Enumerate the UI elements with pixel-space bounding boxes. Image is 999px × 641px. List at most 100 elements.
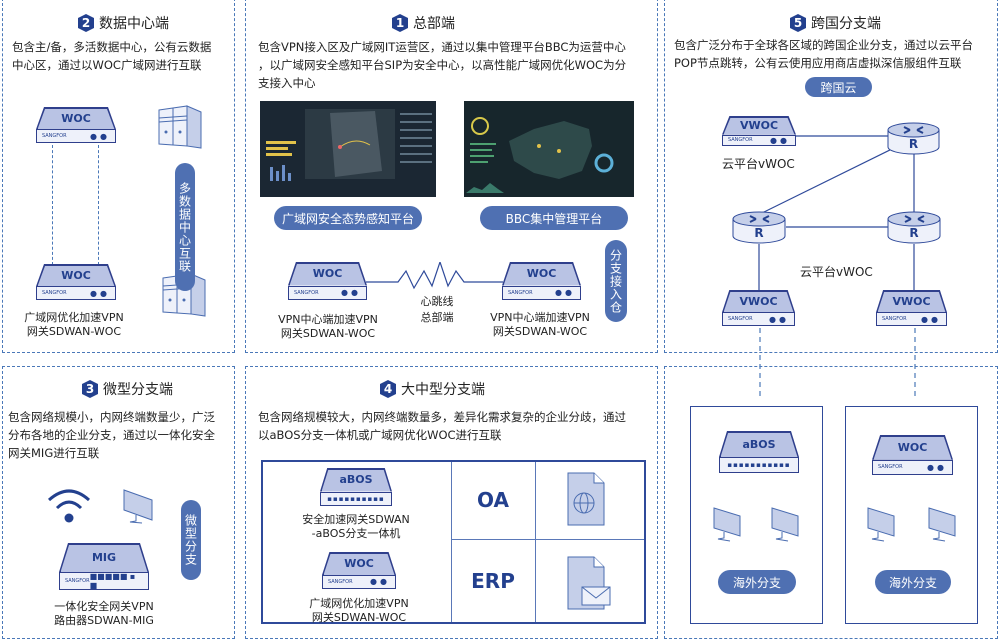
desc-line: 包含网络规模较大，内网终端数量多，差异化需求复杂的企业分歧，通过 — [258, 410, 626, 424]
mig-device: MIG SANGFOR■■■■■ ▪ ■ — [59, 543, 149, 590]
cloud-vwoc-caption: 云平台vWOC — [800, 265, 873, 279]
erp-label: ERP — [471, 569, 515, 593]
datacenter-caption: 广域网优化加速VPN 网关SDWAN-WOC — [16, 311, 132, 339]
monitor-icon — [123, 489, 153, 524]
caption-line: VPN中心端加速VPN — [278, 313, 378, 326]
micro-branch-label: 微型分支 — [181, 500, 201, 580]
heartbeat-label: 心跳线 总部端 — [407, 294, 467, 326]
hq-caption-right: VPN中心端加速VPN 网关SDWAN-WOC — [482, 311, 598, 339]
branch-access-label: 分支接入仓 — [605, 240, 627, 322]
caption-line: 路由器SDWAN-MIG — [54, 614, 154, 627]
desc-line: ，以广域网安全感知平台SIP为安全中心，以高性能广域网优化WOC为分 — [258, 58, 627, 72]
wifi-icon — [47, 489, 91, 523]
crossborder-desc: 包含广泛分布于全球各区域的跨国企业分支，通过以云平台 POP节点跳转，公有云使用… — [674, 36, 973, 72]
number-badge: 5 — [790, 14, 806, 32]
hq-title: 1 总部端 — [392, 13, 455, 33]
router-label: R — [909, 226, 919, 240]
link-line — [52, 145, 53, 265]
panel-hq — [245, 0, 658, 353]
heartbeat-line — [366, 262, 503, 290]
server-icon — [158, 105, 202, 149]
caption-line: 网关SDWAN-WOC — [311, 611, 407, 624]
desc-line: 包含网络规模小，内网终端数量少，广泛 — [8, 410, 215, 424]
brand-logo: SANGFOR — [42, 290, 67, 297]
brand-logo: SANGFOR — [878, 464, 903, 471]
device-label: WOC — [344, 556, 374, 570]
oa-label: OA — [477, 488, 509, 512]
monitor-icon — [867, 507, 895, 542]
cloud-vwoc-caption: 云平台vWOC — [722, 157, 795, 171]
router: R — [887, 121, 940, 155]
link-line — [98, 145, 99, 265]
caption-line: 广域网优化加速VPN — [309, 597, 409, 610]
device-label: aBOS — [742, 437, 776, 451]
caption-line: 网关SDWAN-WOC — [26, 325, 122, 338]
caption-line: 心跳线 — [420, 295, 454, 308]
router-label: R — [908, 137, 919, 151]
desc-line: POP节点跳转，公有云使用应用商店虚拟深信服组件互联 — [674, 56, 962, 70]
sip-dashboard-screenshot — [260, 101, 436, 197]
woc-device: WOC SANGFOR●● — [288, 262, 367, 300]
desc-line: 包含广泛分布于全球各区域的跨国企业分支，通过以云平台 — [674, 38, 973, 52]
panel-micro — [2, 366, 235, 639]
woc-device: WOC SANGFOR●● — [502, 262, 581, 300]
cross-border-cloud-label: 跨国云 — [805, 77, 872, 97]
hq-desc: 包含VPN接入区及广域网IT运营区，通过以集中管理平台BBC为运营中心 ，以广域… — [258, 38, 626, 92]
abos-device: aBOS ▪▪▪▪▪▪▪▪▪▪▪ — [719, 431, 799, 473]
brand-logo: SANGFOR — [728, 316, 753, 323]
device-label: VWOC — [739, 294, 778, 308]
brand-logo: SANGFOR — [328, 578, 353, 585]
multi-dc-label: 多数据中心互联 — [175, 163, 195, 291]
brand-logo: SANGFOR — [508, 289, 533, 296]
caption-line: 网关SDWAN-WOC — [280, 327, 376, 340]
datacenter-desc: 包含主/备，多活数据中心，公有云数据 中心区，通过以WOC广域网进行互联 — [12, 38, 211, 74]
caption-line: 总部端 — [420, 311, 454, 324]
woc-device: WOC SANGFOR●● — [36, 264, 116, 300]
monitor-icon — [771, 507, 799, 542]
woc-device: WOC SANGFOR●● — [872, 435, 953, 475]
router-icon — [732, 211, 786, 244]
micro-desc: 包含网络规模小，内网终端数量少，广泛 分布各地的企业分支，通过以一体化安全 网关… — [8, 408, 215, 462]
device-label: WOC — [897, 440, 928, 454]
branch-app-table — [261, 460, 646, 624]
large-desc: 包含网络规模较大，内网终端数量多，差异化需求复杂的企业分歧，通过 以aBOS分支… — [258, 408, 626, 444]
panel-overseas — [664, 366, 998, 639]
router: R — [887, 210, 941, 244]
number-badge: 4 — [380, 380, 396, 398]
title-text: 总部端 — [413, 16, 455, 32]
desc-line: 网关MIG进行互联 — [8, 446, 100, 460]
desc-line: 中心区，通过以WOC广域网进行互联 — [12, 58, 202, 72]
caption-line: 一体化安全网关VPN — [54, 600, 154, 613]
brand-logo: SANGFOR — [728, 137, 753, 144]
overseas-branch-label: 海外分支 — [875, 570, 951, 594]
title-text: 大中型分支端 — [401, 382, 485, 398]
desc-line: 包含VPN接入区及广域网IT运营区，通过以集中管理平台BBC为运营中心 — [258, 40, 626, 54]
cloud-topology-lines — [758, 135, 916, 400]
overseas-branch-abos — [690, 406, 823, 624]
panel-crossborder — [664, 0, 998, 353]
brand-logo: SANGFOR — [294, 289, 319, 296]
brand-logo: SANGFOR — [882, 316, 907, 323]
title-text: 跨国分支端 — [811, 16, 881, 32]
caption-line: 广域网优化加速VPN — [24, 311, 124, 324]
caption-line: VPN中心端加速VPN — [490, 311, 590, 324]
device-label: aBOS — [339, 473, 373, 487]
sip-platform-label: 广域网安全态势感知平台 — [274, 206, 422, 230]
bbc-dashboard-screenshot — [464, 101, 634, 197]
device-label: WOC — [526, 267, 557, 281]
desc-line: 包含主/备，多活数据中心，公有云数据 — [12, 40, 212, 54]
device-label: WOC — [61, 111, 91, 125]
router: R — [732, 210, 786, 244]
abos-device: aBOS ▪▪▪▪▪▪▪▪▪▪ — [320, 468, 392, 506]
desc-line: 分布各地的企业分支，通过以一体化安全 — [8, 428, 215, 442]
title-text: 数据中心端 — [99, 16, 169, 32]
number-badge: 3 — [82, 380, 98, 398]
router-label: R — [754, 226, 764, 240]
woc-device: WOC SANGFOR●● — [322, 552, 396, 589]
device-label: WOC — [312, 267, 343, 281]
abos-caption: 安全加速网关SDWAN -aBOS分支一体机 — [296, 513, 416, 541]
title-text: 微型分支端 — [103, 382, 173, 398]
device-label: WOC — [61, 268, 91, 282]
vwoc-device: VWOC SANGFOR●● — [876, 290, 947, 326]
number-badge: 1 — [392, 14, 408, 32]
